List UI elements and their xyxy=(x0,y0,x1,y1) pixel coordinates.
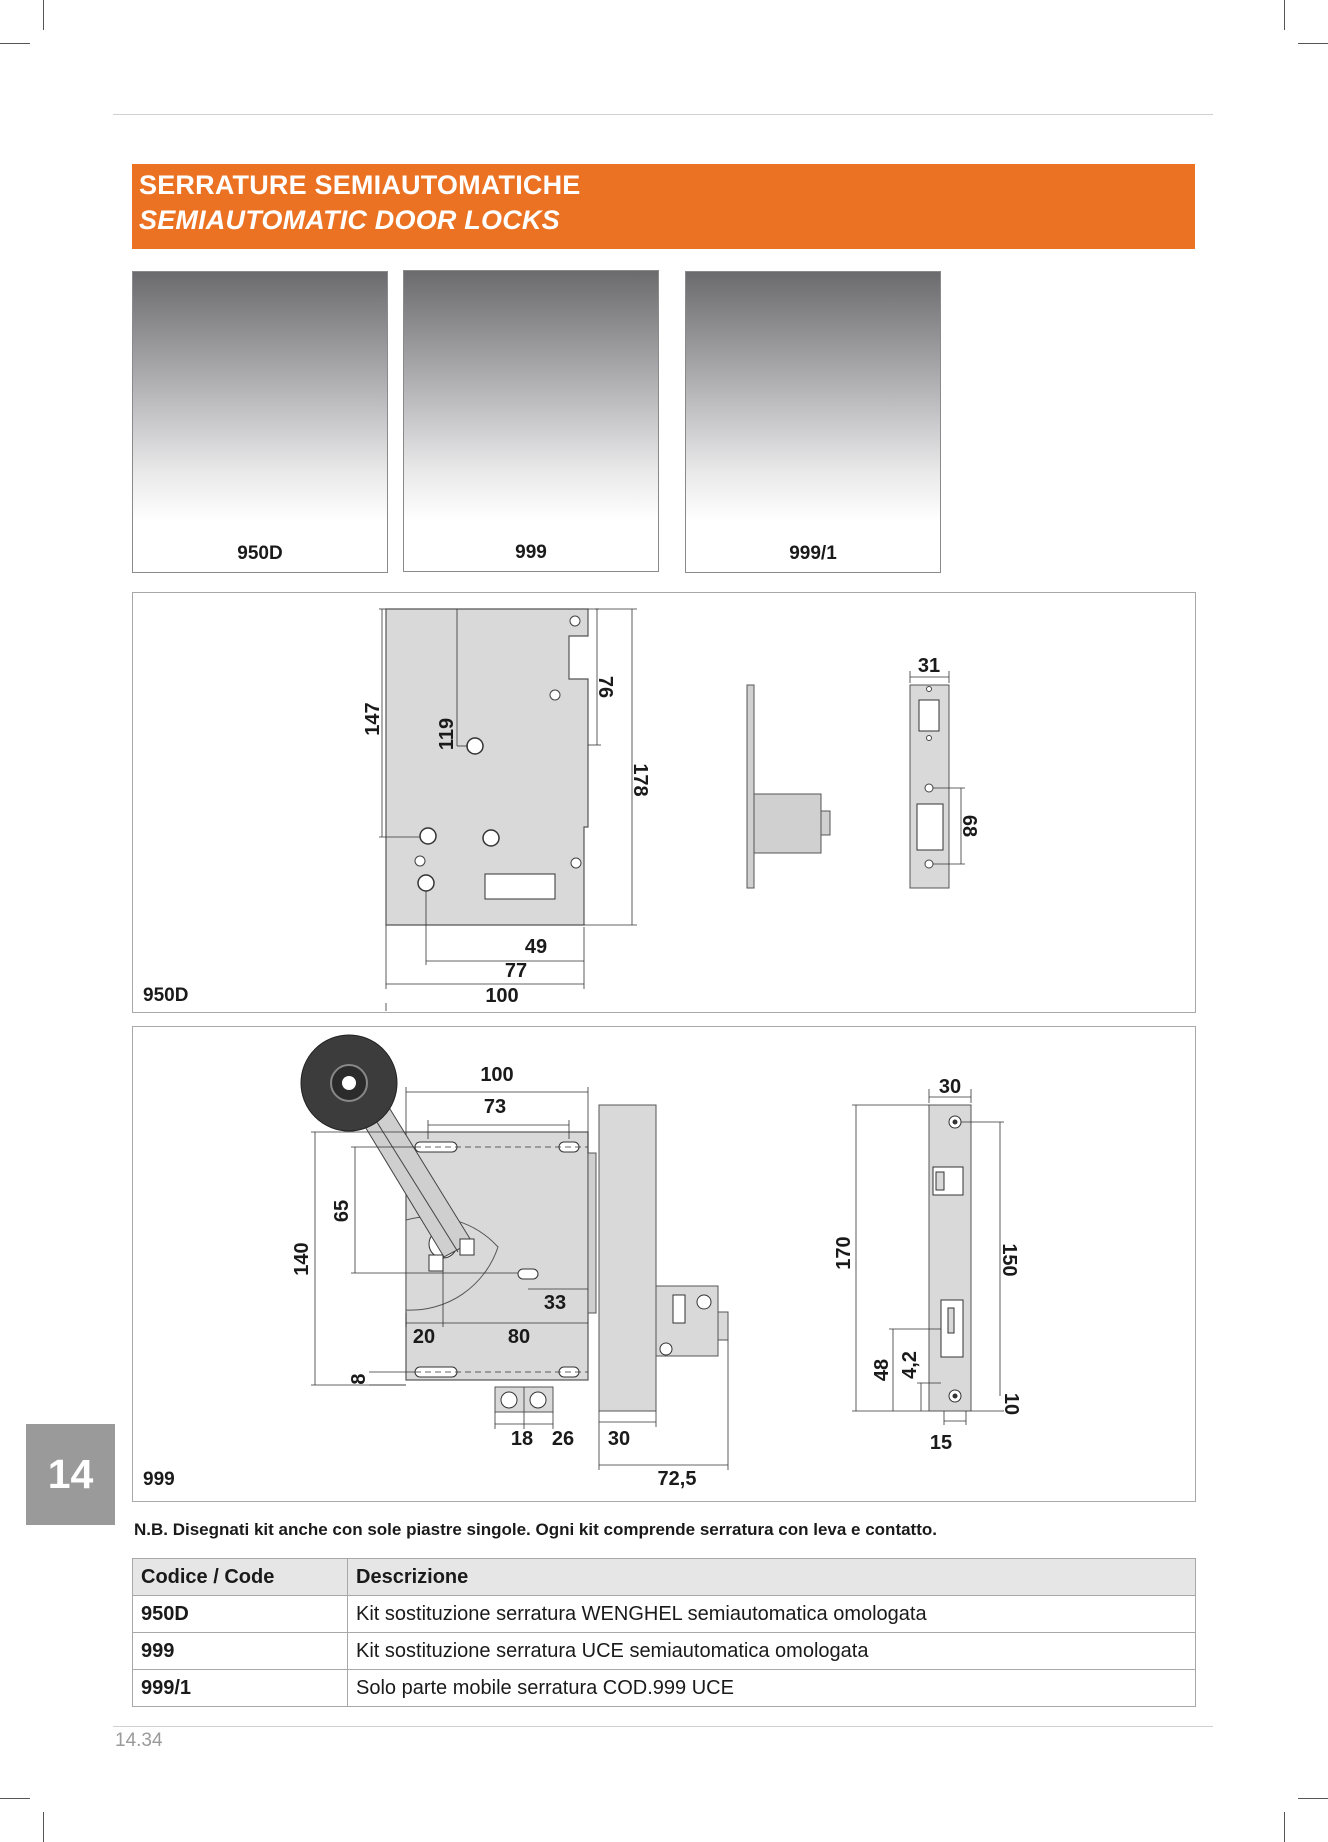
crop-mark xyxy=(1284,1812,1285,1842)
table-cell-description: Kit sostituzione serratura UCE semiautom… xyxy=(347,1632,1196,1670)
product-photo-950d: 950D xyxy=(132,271,388,573)
dim-18: 18 xyxy=(511,1428,533,1450)
table-header-description: Descrizione xyxy=(347,1558,1196,1596)
section-tab: 14 xyxy=(26,1424,115,1525)
dim-15: 15 xyxy=(930,1432,952,1454)
dim-178: 178 xyxy=(629,763,651,796)
table-row: 999/1 Solo parte mobile serratura COD.99… xyxy=(132,1669,1196,1707)
dim-68: 68 xyxy=(958,815,980,837)
dim-31: 31 xyxy=(918,655,940,677)
dim-147: 147 xyxy=(362,702,384,735)
dim-80: 80 xyxy=(508,1326,530,1348)
drawing-panel-950d: 147 119 76 178 49 77 100 31 68 950D xyxy=(132,592,1196,1013)
dim-48: 48 xyxy=(871,1359,893,1381)
dim-100: 100 xyxy=(480,1064,513,1086)
dim-20: 20 xyxy=(413,1326,435,1348)
photo-caption: 999/1 xyxy=(789,543,837,564)
crop-mark xyxy=(43,0,44,30)
product-code-table: Codice / Code Descrizione 950D Kit sosti… xyxy=(132,1558,1196,1707)
bottom-rule xyxy=(113,1726,1213,1727)
crop-mark xyxy=(43,1812,44,1842)
dim-76: 76 xyxy=(594,676,616,698)
table-header-code: Codice / Code xyxy=(132,1558,348,1596)
dim-49: 49 xyxy=(525,936,547,958)
dim-100: 100 xyxy=(485,985,518,1007)
dim-150: 150 xyxy=(998,1243,1020,1276)
dim-26: 26 xyxy=(552,1428,574,1450)
dim-30-plate: 30 xyxy=(939,1076,961,1098)
section-banner: SERRATURE SEMIAUTOMATICHE SEMIAUTOMATIC … xyxy=(132,164,1195,249)
dim-119: 119 xyxy=(436,718,458,750)
table-header-row: Codice / Code Descrizione xyxy=(132,1558,1196,1596)
banner-title-it: SERRATURE SEMIAUTOMATICHE xyxy=(139,170,581,200)
top-rule xyxy=(113,114,1213,115)
table-cell-code: 950D xyxy=(132,1595,348,1633)
photo-caption: 950D xyxy=(237,543,283,564)
dim-8: 8 xyxy=(348,1373,370,1384)
crop-mark xyxy=(0,43,30,44)
table-row: 950D Kit sostituzione serratura WENGHEL … xyxy=(132,1595,1196,1633)
photo-background xyxy=(404,271,658,521)
crop-mark xyxy=(1298,43,1328,44)
technical-drawing-950d: 147 119 76 178 49 77 100 31 68 xyxy=(362,608,980,1011)
photo-background xyxy=(686,272,940,522)
crop-mark xyxy=(0,1798,30,1799)
table-cell-code: 999/1 xyxy=(132,1669,348,1707)
drawing-panel-999: 100 73 65 140 33 20 80 8 18 26 30 72,5 3… xyxy=(132,1026,1196,1502)
drawing-label: 950D xyxy=(143,985,189,1006)
product-photo-999: 999 xyxy=(403,270,659,572)
banner-title-en: SEMIAUTOMATIC DOOR LOCKS xyxy=(139,205,560,235)
table-cell-code: 999 xyxy=(132,1632,348,1670)
dim-4-2: 4,2 xyxy=(899,1351,921,1379)
dim-170: 170 xyxy=(833,1236,855,1269)
page-number: 14.34 xyxy=(115,1730,163,1751)
technical-drawing-999: 100 73 65 140 33 20 80 8 18 26 30 72,5 3… xyxy=(291,1034,1022,1490)
photo-caption: 999 xyxy=(515,542,547,563)
table-cell-description: Solo parte mobile serratura COD.999 UCE xyxy=(347,1669,1196,1707)
crop-mark xyxy=(1298,1798,1328,1799)
dim-33: 33 xyxy=(544,1292,566,1314)
product-photo-999-1: 999/1 xyxy=(685,271,941,573)
photo-background xyxy=(133,272,387,522)
drawing-label: 999 xyxy=(143,1469,175,1490)
note-text: N.B. Disegnati kit anche con sole piastr… xyxy=(134,1520,937,1539)
dim-77: 77 xyxy=(505,960,527,982)
dim-73: 73 xyxy=(484,1096,506,1118)
dim-30: 30 xyxy=(608,1428,630,1450)
dim-140: 140 xyxy=(291,1242,313,1275)
dim-72-5: 72,5 xyxy=(658,1468,697,1490)
dim-65: 65 xyxy=(331,1200,353,1222)
dim-10: 10 xyxy=(1000,1393,1022,1415)
crop-mark xyxy=(1284,0,1285,30)
table-cell-description: Kit sostituzione serratura WENGHEL semia… xyxy=(347,1595,1196,1633)
table-row: 999 Kit sostituzione serratura UCE semia… xyxy=(132,1632,1196,1670)
